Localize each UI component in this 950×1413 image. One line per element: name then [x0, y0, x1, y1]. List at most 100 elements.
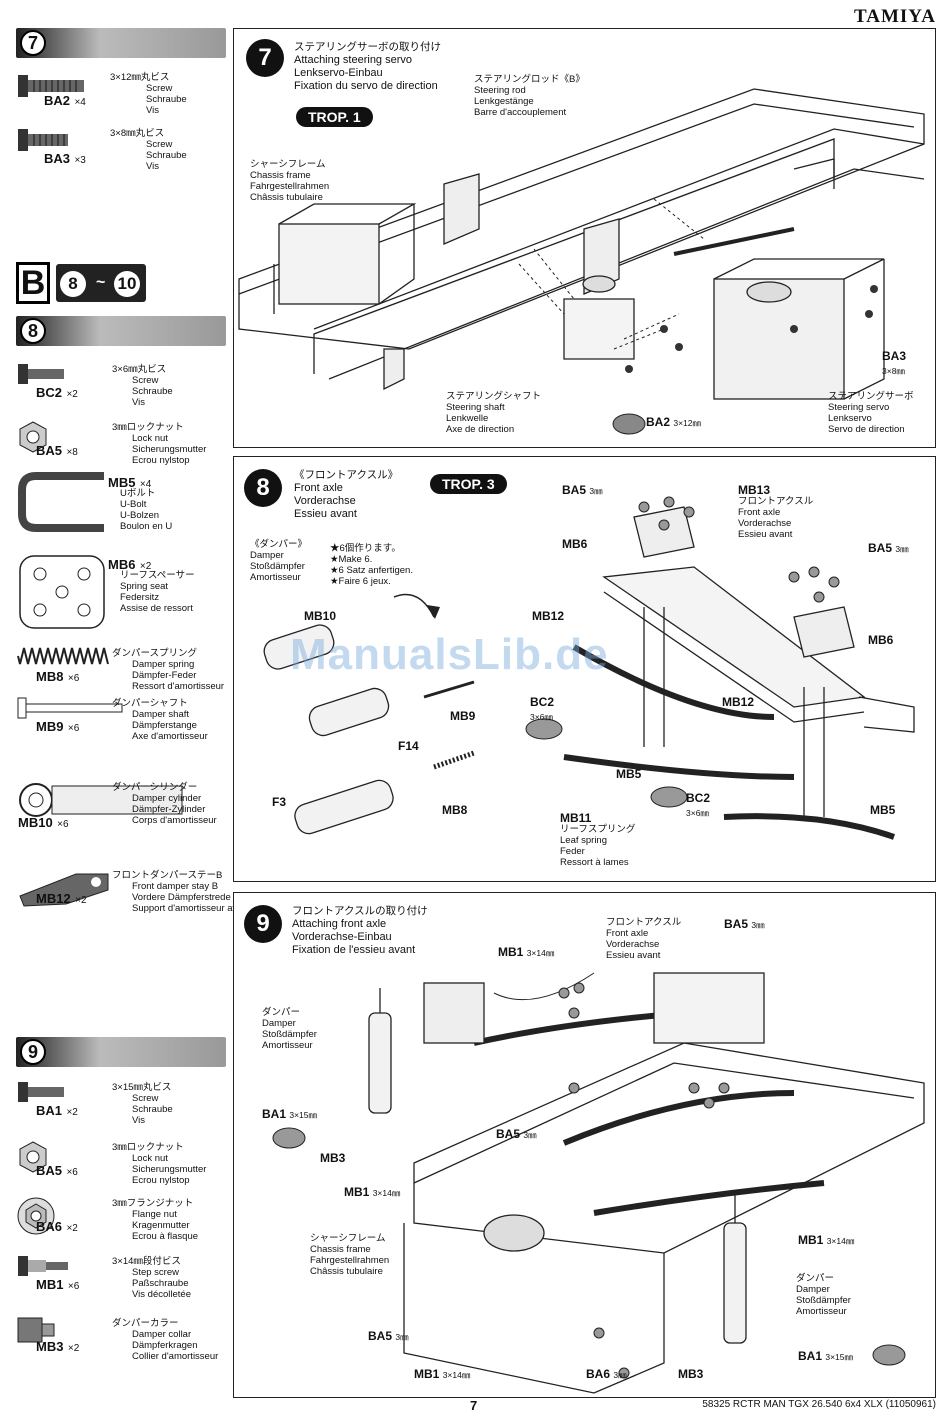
label-jp: シャーシフレーム	[250, 159, 326, 170]
size: 3×6㎜	[686, 808, 709, 818]
code: MB1	[414, 1367, 440, 1381]
step-9-title: フロントアクスルの取り付け Attaching front axle Vorde…	[292, 905, 428, 957]
part-code: BA5	[36, 443, 63, 458]
mb3-callout: MB3	[320, 1151, 346, 1165]
part-code: MB5	[108, 475, 136, 490]
desc-de: Schraube	[146, 150, 187, 161]
part-size: フロントダンパーステーB	[112, 870, 223, 881]
step-8-header: 8	[16, 316, 226, 346]
label-de: Lenkservo	[828, 413, 872, 424]
screw-icon	[16, 1080, 76, 1111]
panel-step-8: 8 《フロントアクスル》 Front axle Vorderachse Essi…	[233, 456, 936, 882]
code: MB1	[344, 1185, 370, 1199]
nut-icon	[16, 420, 50, 459]
part-code: BA3	[44, 151, 71, 166]
brand-logo: TAMIYA	[853, 6, 936, 27]
desc-en: Lock nut	[132, 433, 168, 444]
title-jp: フロントアクスルの取り付け	[292, 905, 428, 917]
mb6-callout: MB6	[868, 633, 894, 647]
label-en: Steering shaft	[446, 402, 505, 413]
f14-callout: F14	[398, 739, 419, 753]
ba5-callout: BA5 3㎜	[496, 1127, 537, 1141]
label-jp: 《ダンパー》	[250, 539, 308, 550]
label-jp: フロントアクスル	[738, 496, 814, 507]
label-en: Front axle	[606, 928, 649, 939]
label-fr: Ressort à lames	[560, 857, 629, 868]
desc-fr: Vis	[132, 397, 146, 408]
desc-fr: Ecrou nylstop	[132, 455, 190, 466]
part-qty: ×2	[75, 895, 87, 906]
size: 3×14㎜	[526, 948, 555, 958]
part-description: 3×8㎜丸ビス Screw Schraube Vis	[110, 128, 187, 172]
damper-spring-icon	[16, 646, 112, 671]
desc-de: Paßschraube	[132, 1278, 189, 1289]
desc-de: Schraube	[132, 1104, 173, 1115]
flange-nut-icon	[16, 1196, 56, 1241]
label-en: Damper	[796, 1284, 830, 1295]
label-fr: Châssis tubulaire	[250, 192, 323, 203]
size: 3㎜	[589, 486, 603, 496]
mb1-callout: MB1 3×14㎜	[414, 1367, 470, 1381]
bag-step-range: 8 ~ 10	[56, 264, 146, 302]
part-code: BA5	[36, 1163, 63, 1178]
label-fr: Châssis tubulaire	[310, 1266, 383, 1277]
title-jp: 《フロントアクスル》	[294, 469, 399, 481]
label-fr: Essieu avant	[738, 529, 793, 540]
desc-en: Damper collar	[132, 1329, 192, 1340]
screw-icon	[18, 75, 84, 97]
step-screw-icon	[16, 1254, 76, 1285]
label-jp: シャーシフレーム	[310, 1233, 386, 1244]
step-7-badge: 7	[246, 39, 284, 77]
desc-de: Schraube	[146, 94, 187, 105]
part-size: ダンパーシリンダー	[112, 782, 198, 793]
label-jp: リーフスプリング	[560, 824, 636, 835]
title-de: Vorderachse	[294, 495, 356, 507]
make-six-note: ★6個作ります。★Make 6.★6 Satz anfertigen.★Fair…	[330, 543, 413, 587]
desc-en: Damper spring	[132, 659, 195, 670]
size: 3×6㎜	[530, 712, 553, 722]
mb6-callout: MB6	[562, 537, 588, 551]
title-fr: Fixation du servo de direction	[294, 80, 438, 92]
label-jp: ステアリングサーボ	[828, 391, 914, 402]
label-de: Stoßdämpfer	[250, 561, 305, 572]
ba5-callout: BA5 3㎜	[368, 1329, 409, 1343]
mb12-callout: MB12	[722, 695, 755, 709]
part-size: リーフスペーサー	[120, 570, 195, 581]
code: BA1	[262, 1107, 287, 1121]
label-en: Front axle	[738, 507, 781, 518]
part-qty: ×2	[67, 1343, 80, 1354]
note-en: ★Make 6.	[330, 554, 373, 565]
part-qty: ×6	[67, 1281, 80, 1292]
label-de: Vorderachse	[606, 939, 660, 950]
mb5-callout: MB5	[870, 803, 896, 817]
label-en: Chassis frame	[310, 1244, 371, 1255]
desc-de: Sicherungsmutter	[132, 444, 207, 455]
ba5-callout: BA5 3㎜	[724, 917, 765, 931]
desc-fr: Vis décolletée	[132, 1289, 191, 1300]
desc-fr: Vis	[146, 161, 160, 172]
label-en: Steering rod	[474, 85, 526, 96]
desc-de: Dämpferkragen	[132, 1340, 198, 1351]
part-qty: ×6	[67, 673, 80, 684]
desc-fr: Assise de ressort	[120, 603, 193, 614]
part-code: BA6	[36, 1219, 63, 1234]
desc-en: U-Bolt	[120, 499, 147, 510]
desc-fr: Corps d'amortisseur	[132, 815, 217, 826]
servo-assembly-drawing	[238, 88, 925, 435]
desc-en: Flange nut	[132, 1209, 177, 1220]
spring-seat-icon	[16, 552, 108, 637]
part-qty: ×6	[66, 1167, 78, 1178]
range-to: 10	[114, 271, 140, 297]
